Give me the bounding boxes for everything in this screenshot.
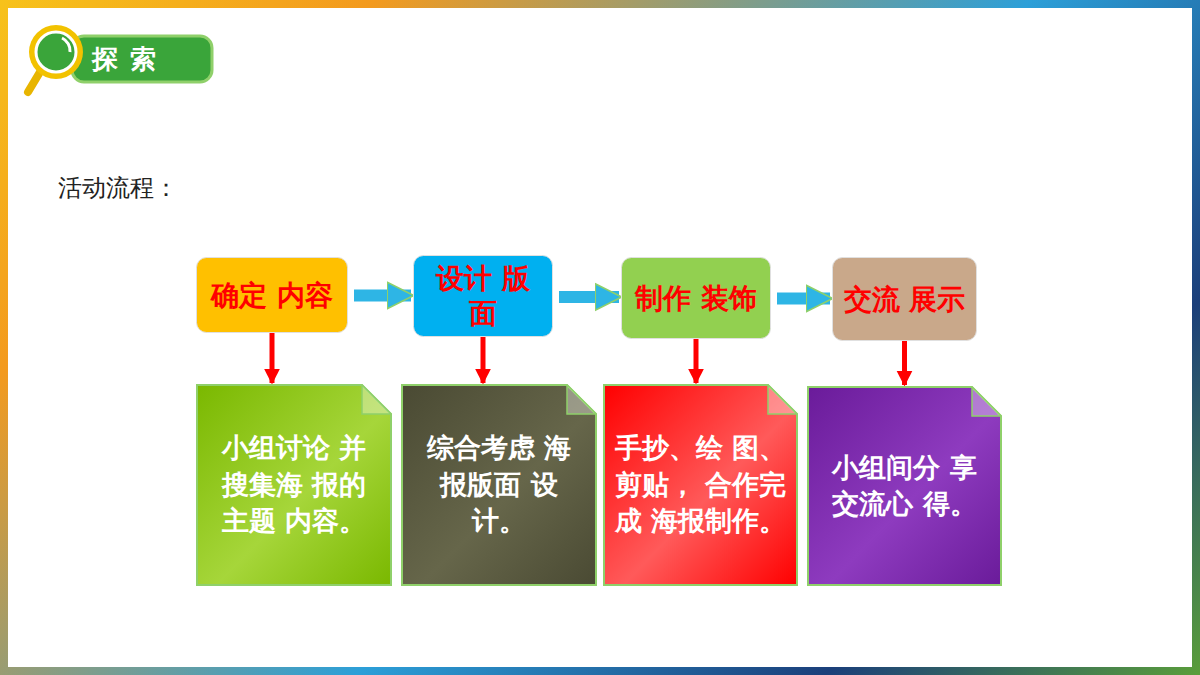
magnifier-handle [28,72,40,92]
flow-arrow [559,291,619,303]
note-shape [807,386,1002,586]
step-note: 综合考虑 海报版面 设计。 [421,430,577,539]
down-arrow [270,333,275,383]
step-box: 制作 装饰 [621,257,771,339]
down-arrow [481,337,486,383]
note-box: 综合考虑 海报版面 设计。 [401,384,597,586]
step-title: 交流 展示 [844,282,966,317]
header-label: 探索 [92,42,168,77]
heading: 活动流程： [58,172,178,204]
note-box: 小组讨论 并搜集海 报的主题 内容。 [196,384,392,586]
magnifier-lens [36,32,76,72]
note-fold [972,387,1001,416]
down-arrow [902,341,907,385]
note-fill [197,385,391,585]
header-tab [72,36,212,82]
step-box: 交流 展示 [832,257,977,341]
step-box: 确定 内容 [196,257,348,333]
step-note: 手抄、绘 图、剪贴， 合作完成 海报制作。 [605,430,796,539]
step-note: 小组讨论 并搜集海 报的主题 内容。 [216,430,372,539]
box-fill [197,258,348,333]
note-fold [362,385,391,414]
box-fill [833,258,977,341]
step-title: 制作 装饰 [635,281,757,316]
slide-panel [8,8,1192,667]
note-box: 小组间分 享交流心 得。 [807,386,1002,586]
note-box: 手抄、绘 图、剪贴， 合作完成 海报制作。 [603,384,798,586]
box-fill [414,256,553,337]
step-note: 小组间分 享交流心 得。 [827,450,982,523]
note-fill [604,385,797,585]
flow-arrow [777,293,830,305]
flow-arrow [354,290,411,302]
step-title: 确定 内容 [211,278,333,313]
step-box: 设计 版面 [413,255,553,337]
down-arrow [694,339,699,383]
note-fold [768,385,797,414]
magnifier-shine [62,38,70,52]
note-fill [808,387,1001,585]
note-fill [402,385,596,585]
box-fill [622,258,771,339]
note-fold [567,385,596,414]
step-title: 设计 版面 [423,261,543,331]
magnifier-rim [29,25,83,79]
